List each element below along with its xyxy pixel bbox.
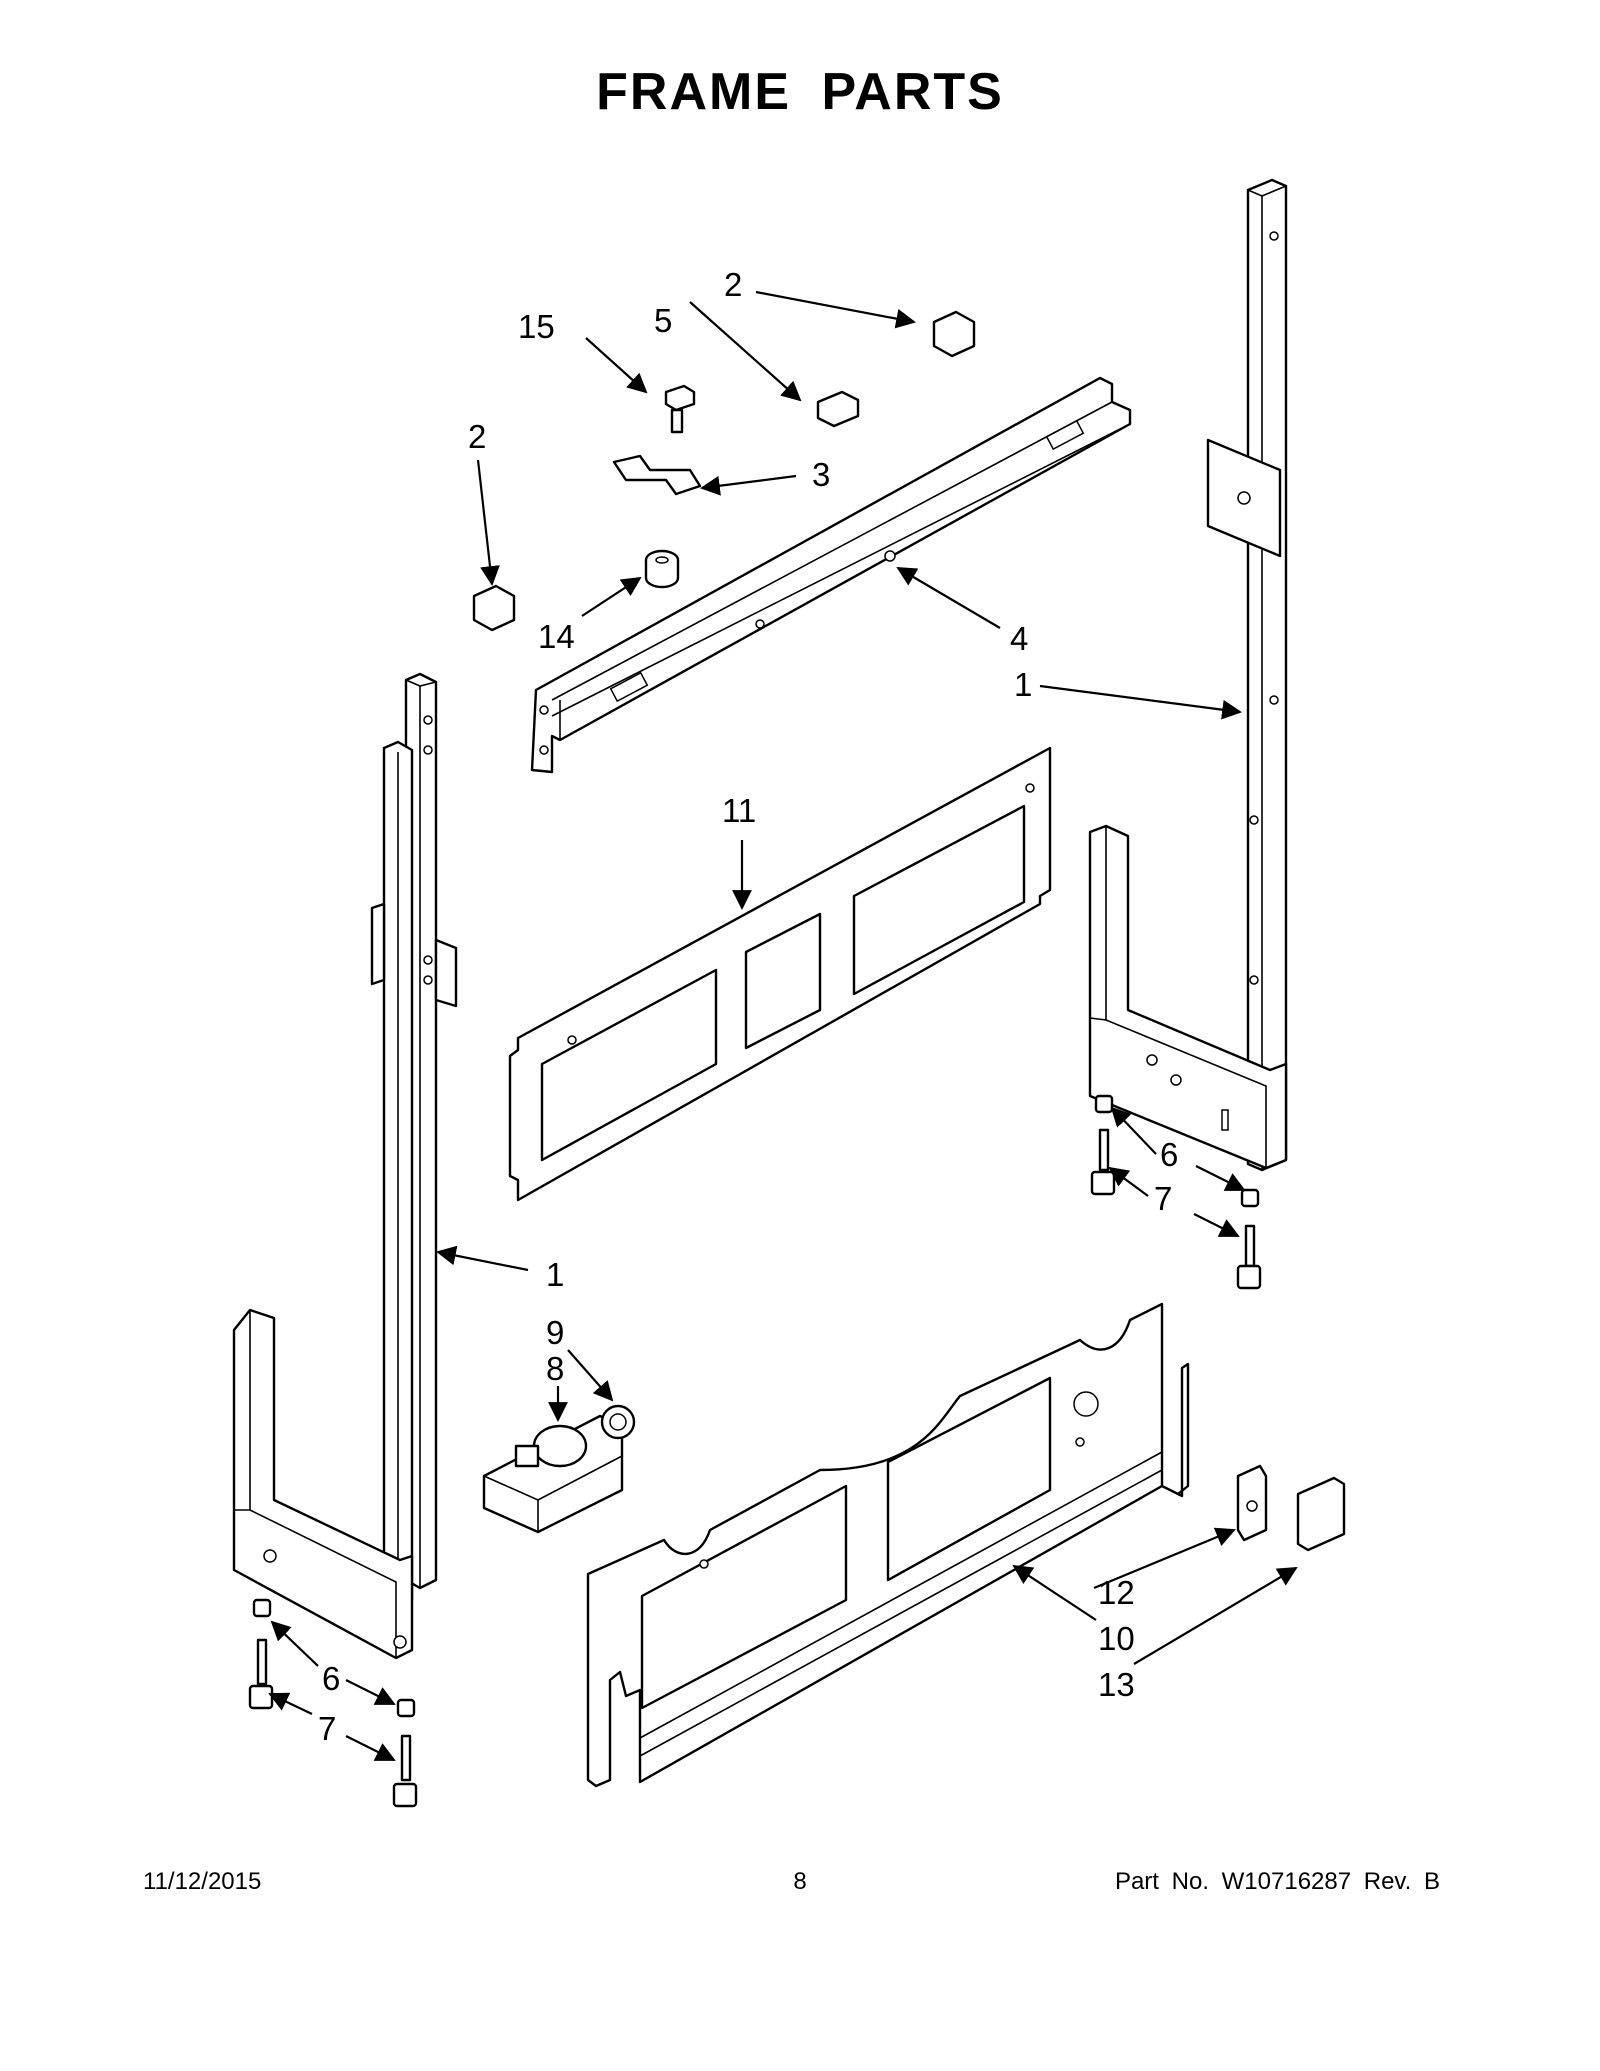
- footer-part-number: Part No. W10716287 Rev. B: [1114, 1868, 1440, 1895]
- callout-6-right: 6: [1160, 1136, 1178, 1173]
- callout-3: 3: [812, 456, 830, 493]
- brackets-12-13: [1236, 1464, 1346, 1552]
- callout-13: 13: [1098, 1666, 1135, 1703]
- callout-1-right: 1: [1014, 666, 1032, 703]
- callout-5: 5: [654, 302, 672, 339]
- callout-15: 15: [518, 308, 555, 345]
- left-leveling-legs: [248, 1598, 418, 1808]
- callout-12: 12: [1098, 1574, 1135, 1611]
- callout-4: 4: [1010, 620, 1028, 657]
- right-leveling-legs: [1090, 1094, 1262, 1290]
- callout-7-left: 7: [318, 1710, 336, 1747]
- callout-6-left: 6: [322, 1660, 340, 1697]
- left-side-rail: [370, 672, 458, 1608]
- footer-page-number: 8: [793, 1868, 807, 1895]
- callout-14: 14: [538, 618, 575, 655]
- callout-2-left: 2: [468, 418, 486, 455]
- page-title: FRAME PARTS: [596, 63, 1004, 121]
- small-hardware: [472, 310, 976, 632]
- callout-9: 9: [546, 1314, 564, 1351]
- callout-1-left: 1: [546, 1256, 564, 1293]
- valve-assembly: [482, 1404, 636, 1534]
- right-side-rail: [1206, 178, 1288, 1172]
- callout-2-top: 2: [724, 266, 742, 303]
- callout-8: 8: [546, 1350, 564, 1387]
- bottom-front-panel: [586, 1302, 1190, 1788]
- callout-numbers: 15 5 2 2 3 14 4 1 11 1 6 7 9 8 12 10 13 …: [318, 266, 1178, 1747]
- callout-7-right: 7: [1154, 1180, 1172, 1217]
- footer-date: 11/12/2015: [143, 1868, 262, 1895]
- top-cross-rail: [530, 376, 1132, 774]
- callout-10: 10: [1098, 1620, 1135, 1657]
- right-lower-bracket: [1088, 824, 1288, 1170]
- left-lower-bracket: [232, 1308, 414, 1660]
- leader-lines: [268, 290, 1298, 1761]
- callout-11: 11: [722, 792, 756, 829]
- middle-panel: [508, 746, 1052, 1202]
